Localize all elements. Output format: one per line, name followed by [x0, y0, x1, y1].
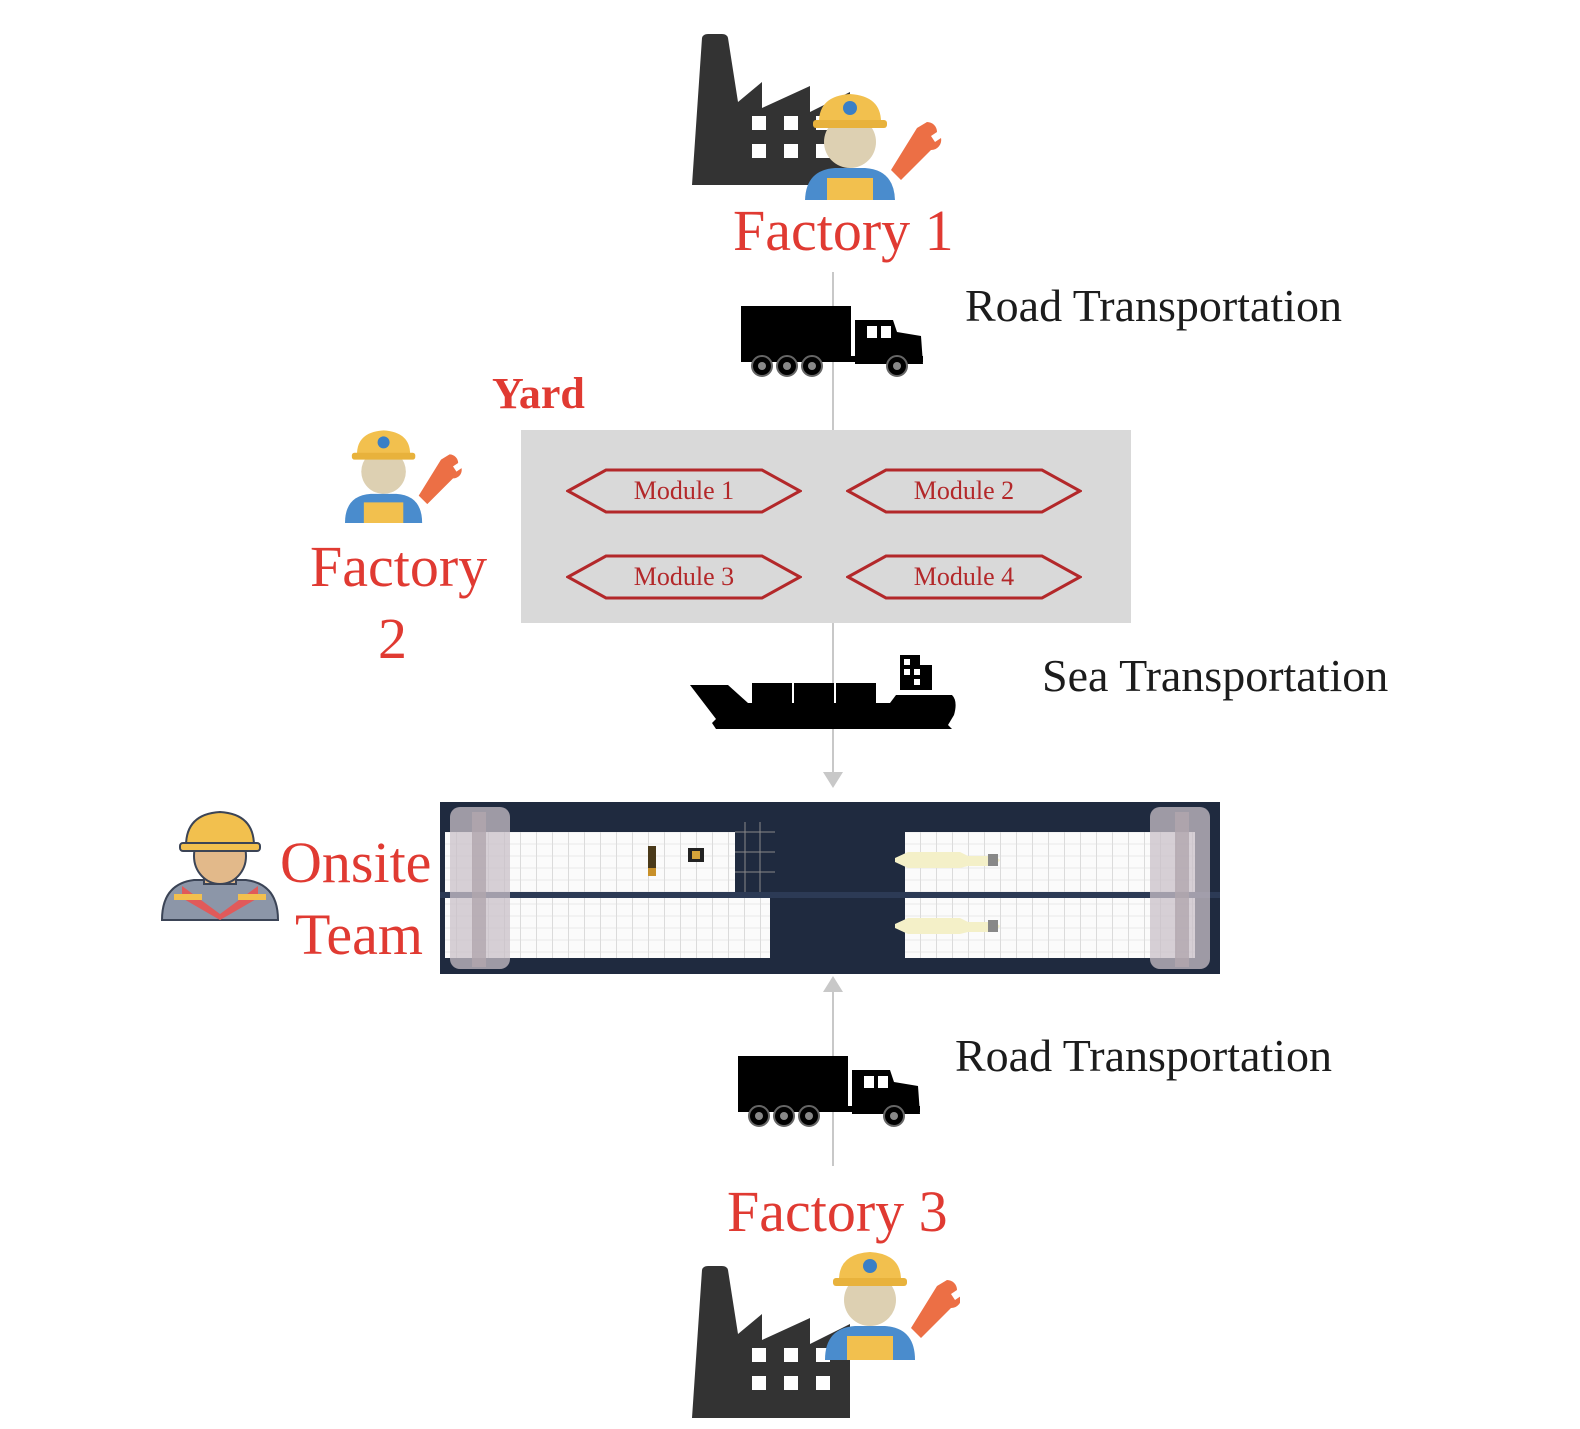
road-transportation-top-label: Road Transportation — [965, 280, 1342, 331]
worker-icon — [805, 94, 942, 202]
factory-3-icon — [680, 1248, 962, 1424]
worker-icon — [825, 1252, 962, 1360]
module-3: Module 3 — [566, 554, 802, 600]
truck-icon-bottom — [732, 1050, 932, 1130]
factory-building-icon — [692, 1266, 850, 1418]
factory-1-label: Factory 1 — [733, 198, 954, 263]
module-1: Module 1 — [566, 468, 802, 514]
module-2: Module 2 — [846, 468, 1082, 514]
factory-2-worker-icon — [345, 420, 465, 530]
construction-site-image — [440, 802, 1220, 974]
truck-icon-top — [735, 300, 935, 380]
factory-2-label-line2: 2 — [378, 606, 407, 671]
factory-1-icon — [680, 30, 950, 202]
arrow-down-icon — [823, 772, 843, 788]
factory-building-icon — [692, 34, 850, 185]
onsite-team-label-line1: Onsite — [280, 830, 432, 895]
onsite-team-label-line2: Team — [295, 902, 423, 967]
yard-title: Yard — [492, 369, 585, 418]
factory-3-label: Factory 3 — [727, 1179, 948, 1244]
sea-transportation-label: Sea Transportation — [1042, 650, 1389, 701]
module-4: Module 4 — [846, 554, 1082, 600]
arrow-up-icon — [823, 976, 843, 992]
cargo-ship-icon — [690, 645, 970, 735]
road-transportation-bottom-label: Road Transportation — [955, 1030, 1332, 1081]
factory-2-label-line1: Factory — [310, 534, 488, 599]
onsite-worker-icon — [160, 810, 280, 922]
yard-area: Module 1 Module 2 Module 3 Module 4 — [521, 430, 1131, 623]
